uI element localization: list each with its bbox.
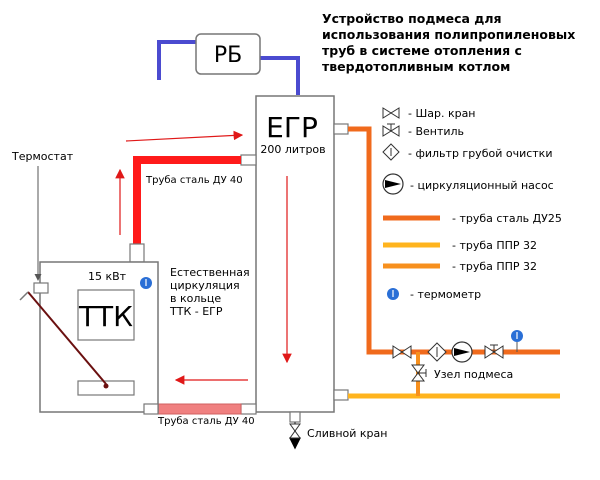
egr-label: ЕГР — [266, 111, 318, 144]
legend-pump-arrow — [385, 180, 401, 188]
boiler-power: 15 кВт — [88, 270, 127, 283]
legend-pipe-steel-text: - труба сталь ДУ25 — [452, 212, 562, 225]
egr-top-right-fitting — [333, 123, 349, 135]
legend: - Шар. кран - Вентиль - фильтр грубой оч… — [382, 107, 562, 301]
boiler-return-fitting — [143, 403, 159, 415]
legend-pump-text: - циркуляционный насос — [410, 179, 554, 192]
egr-bottom-left-fitting — [240, 403, 257, 415]
return-steel-pipe — [157, 403, 242, 415]
egr-drain-fitting — [289, 411, 301, 423]
egr-bottom-right-fitting — [333, 389, 349, 401]
pipe-bottom-label: Труба сталь ДУ 40 — [157, 416, 255, 427]
thermostat-body — [33, 282, 49, 294]
legend-thermometer-text: - термометр — [410, 288, 481, 301]
pipe-top-label: Труба сталь ДУ 40 — [145, 175, 243, 186]
circulation-line-2: циркуляция — [170, 279, 240, 292]
expansion-pipe — [157, 40, 300, 95]
rb-label: РБ — [214, 43, 242, 68]
title-line-3: труб в системе отопления с — [322, 43, 522, 58]
circulation-line-1: Естественная — [170, 266, 250, 279]
boiler-door — [77, 289, 135, 341]
legend-pipe-ppr-orange-text: - труба ППР 32 — [452, 260, 537, 273]
pump-icon-arrow — [454, 348, 470, 356]
legend-valve-text: - Вентиль — [408, 125, 464, 138]
egr-volume: 200 литров — [260, 143, 325, 156]
legend-ball-valve-text: - Шар. кран — [408, 107, 476, 120]
arrow-top-right — [125, 130, 244, 142]
draft-lever — [27, 291, 107, 385]
rb-tank — [195, 33, 261, 75]
boiler-label: ТТК — [78, 300, 133, 333]
circulation-line-3: в кольце — [170, 292, 221, 305]
circulation-line-4: ТТК - ЕГР — [169, 305, 223, 318]
title-line-2: использования полипропиленовых — [322, 27, 575, 42]
legend-ball-valve-icon — [382, 107, 400, 119]
title-line-4: твердотопливным котлом — [322, 59, 510, 74]
title-line-1: Устройство подмеса для — [322, 11, 502, 26]
ball-valve-supply-icon — [392, 345, 412, 359]
thermostat-label: Термостат — [11, 150, 74, 163]
egr-top-left-fitting — [240, 154, 257, 166]
drain-valve-icon — [289, 423, 301, 439]
draft-lever-tip — [19, 291, 29, 301]
legend-pipe-ppr-yellow-text: - труба ППР 32 — [452, 239, 537, 252]
mix-label: Узел подмеса — [434, 368, 513, 381]
egr-tank — [255, 95, 335, 413]
legend-filter-text: - фильтр грубой очистки — [408, 147, 552, 160]
draft-chain-hook — [103, 383, 109, 389]
boiler-top-fitting — [129, 243, 145, 263]
drain-label: Сливной кран — [307, 427, 387, 440]
hot-steel-pipe — [133, 156, 241, 244]
